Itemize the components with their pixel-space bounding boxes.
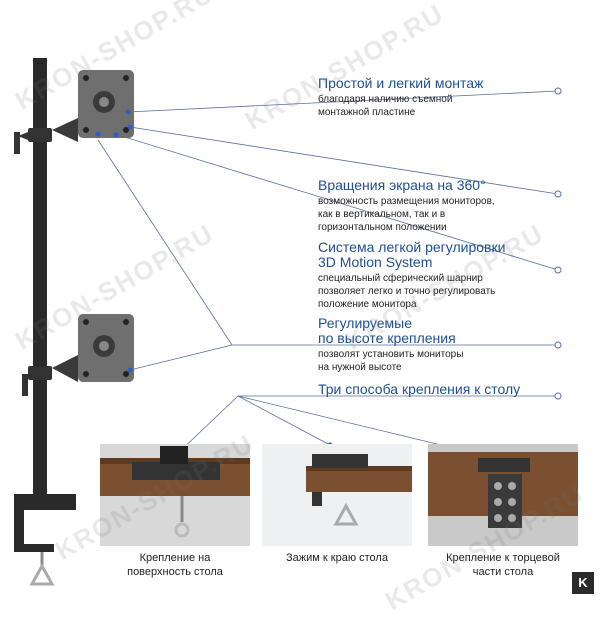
feature-rotation: Вращения экрана на 360° возможность разм…: [318, 178, 568, 234]
mount-option-panel-2: [262, 444, 412, 546]
corner-logo: K: [572, 572, 594, 594]
product-illustration: [14, 58, 578, 586]
caption-end-mount: Крепление к торцевой части стола: [446, 552, 560, 578]
mount-option-panel-1: [100, 444, 250, 546]
feature-height-adjust: Регулируемые по высоте крепления позволя…: [318, 316, 568, 374]
feature-title: Три способа крепления к столу: [318, 381, 521, 397]
feature-title: Регулируемые: [318, 315, 413, 331]
caption-edge-clamp: Зажим к краю стола: [286, 552, 388, 564]
feature-three-mount-ways: Три способа крепления к столу: [318, 382, 568, 397]
feature-easy-mount: Простой и легкий монтаж благодаря наличи…: [318, 76, 568, 119]
caption-surface-mount: Крепление на поверхность стола: [127, 552, 223, 578]
feature-desc: специальный сферический шарнир позволяет…: [318, 273, 496, 310]
vesa-plate-top: [78, 70, 134, 138]
feature-desc: позволят установить мониторы на нужной в…: [318, 349, 464, 373]
feature-3d-motion: Система легкой регулировки 3D Motion Sys…: [318, 240, 568, 311]
feature-desc: благодаря наличию съемной монтажной плас…: [318, 94, 453, 118]
callout-lines: [97, 90, 559, 456]
feature-title-line2: 3D Motion System: [318, 254, 433, 270]
feature-desc: возможность размещения мониторов, как в …: [318, 196, 495, 233]
feature-title: Система легкой регулировки: [318, 239, 506, 255]
callout-end-circles: [554, 87, 562, 400]
mount-option-panel-3: [428, 444, 578, 546]
feature-title: Вращения экрана на 360°: [318, 177, 486, 193]
vesa-plate-bottom: [78, 314, 134, 382]
feature-title-line2: по высоте крепления: [318, 330, 456, 346]
mount-pole: [14, 58, 78, 586]
feature-title: Простой и легкий монтаж: [318, 75, 484, 91]
